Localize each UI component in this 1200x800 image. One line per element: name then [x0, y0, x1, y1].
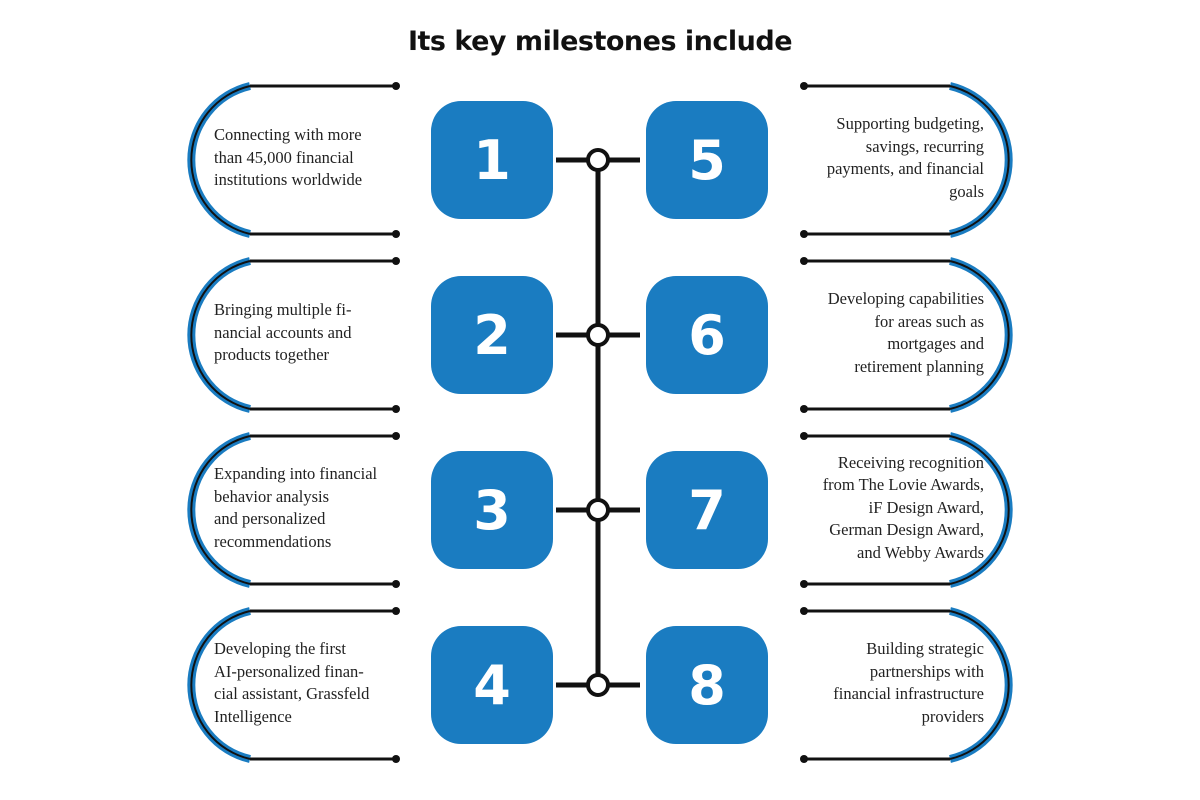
milestone-description-line: payments, and financial — [826, 159, 984, 178]
milestone-description-5: Supporting budgeting, savings, recurring p… — [784, 113, 984, 203]
milestone-description-6: Developing capabilities for areas such as… — [784, 288, 984, 378]
milestone-description-line: behavior analysis — [214, 486, 330, 506]
milestone-number-box-8: 8 — [646, 626, 768, 744]
milestone-description-line: retirement planning — [854, 356, 984, 376]
right-line-end-dot — [800, 755, 808, 763]
milestone-number-box-2: 2 — [431, 276, 553, 394]
milestone-description-7: Receiving recognition from The Lovie Awar… — [784, 452, 984, 565]
right-line-end-dot — [800, 82, 808, 90]
right-line-end-dot — [800, 257, 808, 265]
milestone-description-line: partnerships with — [869, 661, 984, 681]
milestone-description-line: Developing capabilities — [827, 289, 984, 308]
right-bracket-arc-inner — [949, 610, 1010, 760]
left-line-end-dot — [392, 82, 400, 90]
milestone-description-line: from The Lovie Awards, — [822, 475, 984, 495]
right-bracket-arc-inner — [949, 85, 1010, 235]
milestone-description-2: Bringing multiple fi-nancial accounts an… — [214, 299, 414, 367]
left-bracket-arc-inner — [190, 435, 251, 585]
milestone-description-line: German Design Award, — [829, 520, 984, 540]
milestone-description-line: and Webby Awards — [857, 542, 984, 562]
milestone-description-line: products together — [214, 345, 330, 365]
left-line-end-dot — [392, 755, 400, 763]
milestone-number-box-1: 1 — [431, 101, 553, 219]
timeline-node — [586, 498, 610, 522]
milestone-number-box-6: 6 — [646, 276, 768, 394]
milestone-description-line: cial assistant, Grassfeld — [214, 684, 370, 703]
left-bracket-arc-inner — [190, 85, 251, 235]
milestone-description-line: Building strategic — [866, 639, 984, 658]
page-title: Its key milestones include — [407, 26, 793, 57]
milestone-number-box-7: 7 — [646, 451, 768, 569]
left-line-end-dot — [392, 580, 400, 588]
milestone-description-line: Bringing multiple fi- — [214, 300, 352, 320]
right-bracket-arc-inner — [949, 435, 1010, 585]
milestone-description-8: Building strategic partnerships with finan… — [784, 638, 984, 728]
left-line-end-dot — [392, 607, 400, 615]
milestone-description-line: Expanding into financial — [214, 464, 378, 483]
milestone-description-line: goals — [949, 181, 984, 201]
milestone-description-line: for areas such as — [874, 311, 985, 331]
milestone-description-line: Supporting budgeting, — [836, 114, 984, 133]
milestone-description-line: mortgages and — [887, 334, 984, 353]
milestone-description-3: Expanding into financial behavior analysi… — [214, 463, 414, 553]
milestone-description-line: and personalized — [214, 509, 326, 528]
left-line-end-dot — [392, 230, 400, 238]
milestone-description-line: Developing the first — [214, 639, 346, 658]
right-line-end-dot — [800, 405, 808, 413]
milestone-number-box-4: 4 — [431, 626, 553, 744]
milestone-description-line: AI-personalized finan- — [214, 661, 364, 681]
milestone-description-line: financial infrastructure — [833, 684, 984, 703]
timeline-node — [586, 148, 610, 172]
milestone-description-line: Connecting with more — [214, 125, 362, 145]
milestone-description-line: Receiving recognition — [837, 452, 984, 472]
milestone-description-line: Intelligence — [214, 706, 292, 726]
left-bracket-arc-inner — [190, 610, 251, 760]
right-line-end-dot — [800, 432, 808, 440]
right-line-end-dot — [800, 230, 808, 238]
right-bracket-arc-inner — [949, 260, 1010, 410]
milestone-description-line: than 45,000 financial — [214, 147, 354, 167]
left-line-end-dot — [392, 257, 400, 265]
milestone-number-box-5: 5 — [646, 101, 768, 219]
left-bracket-arc-inner — [190, 260, 251, 410]
milestone-description-line: providers — [921, 706, 984, 726]
milestone-description-line: savings, recurring — [865, 136, 984, 156]
right-line-end-dot — [800, 580, 808, 588]
milestone-number-box-3: 3 — [431, 451, 553, 569]
timeline-node — [586, 673, 610, 697]
milestone-description-line: iF Design Award, — [868, 497, 984, 517]
timeline-node — [586, 323, 610, 347]
milestone-description-line: recommendations — [214, 531, 332, 551]
milestone-description-line: nancial accounts and — [214, 322, 352, 342]
left-line-end-dot — [392, 432, 400, 440]
milestone-description-line: institutions worldwide — [214, 170, 363, 190]
left-line-end-dot — [392, 405, 400, 413]
right-line-end-dot — [800, 607, 808, 615]
